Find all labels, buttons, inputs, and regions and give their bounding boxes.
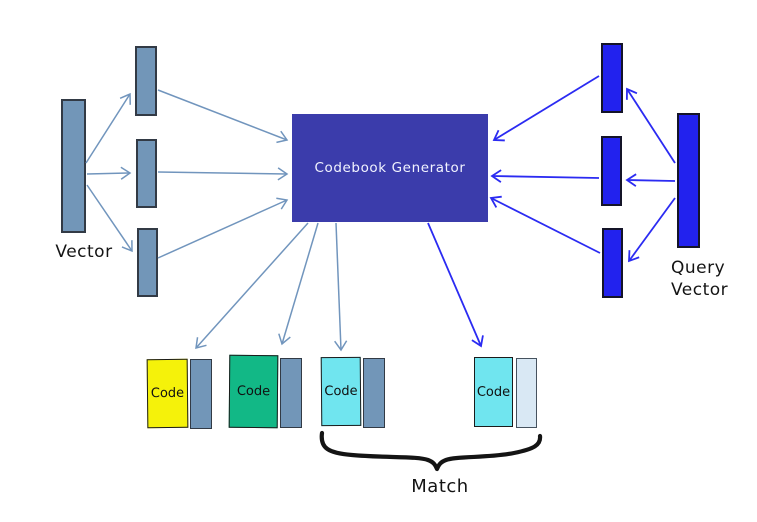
code-box-3-label: Code: [324, 383, 358, 400]
subvector-rect-3: [137, 228, 158, 297]
query-subvector-rect-2: [601, 136, 622, 206]
arrow-query-to-subvector-1: [625, 87, 676, 164]
code-box-3: Code: [320, 356, 362, 427]
arrow-query-subvector-3-to-generator: [489, 195, 601, 254]
code-box-2: Code: [228, 354, 279, 429]
arrow-generator-to-code-2: [278, 222, 319, 346]
vector-label: Vector: [55, 242, 113, 262]
subvector-rect-2: [136, 139, 157, 208]
arrow-subvector-1-to-generator: [157, 89, 289, 144]
query-vector-rect: [677, 113, 700, 248]
codebook-generator-box: Codebook Generator: [292, 114, 488, 222]
code-box-1-label: Code: [150, 385, 185, 402]
code-chunk-rect-4: [516, 358, 537, 428]
vector-rect: [61, 99, 86, 233]
codebook-generator-label: Codebook Generator: [314, 160, 466, 176]
arrow-query-subvector-1-to-generator: [492, 75, 600, 142]
query-vector-label-line1: Query: [671, 258, 726, 278]
arrow-generator-to-code-4: [427, 222, 484, 348]
query-subvector-rect-3: [602, 228, 623, 298]
subvector-rect-1: [135, 46, 157, 116]
code-box-1: Code: [146, 358, 189, 429]
arrow-generator-to-code-1: [195, 222, 309, 350]
arrow-subvector-3-to-generator: [157, 197, 289, 259]
arrow-query-to-subvector-3: [628, 197, 676, 263]
arrow-generator-to-code-3: [334, 222, 348, 352]
code-box-2-label: Code: [236, 383, 271, 400]
arrow-query-subvector-2-to-generator: [490, 169, 600, 183]
match-brace: [319, 430, 543, 472]
arrow-vector-to-subvector-2: [86, 166, 132, 180]
arrow-vector-to-subvector-1: [85, 92, 131, 164]
code-chunk-rect-2: [280, 358, 302, 428]
query-vector-label-line2: Vector: [671, 280, 729, 300]
query-subvector-rect-1: [601, 43, 623, 113]
query-vector-label: Query Vector: [671, 257, 741, 301]
code-box-4-label: Code: [476, 384, 511, 400]
arrow-query-to-subvector-2: [625, 173, 676, 187]
code-chunk-rect-1: [190, 359, 212, 429]
code-box-4: Code: [474, 357, 513, 427]
arrow-subvector-2-to-generator: [157, 167, 289, 181]
match-label: Match: [411, 476, 469, 497]
code-chunk-rect-3: [363, 358, 385, 428]
